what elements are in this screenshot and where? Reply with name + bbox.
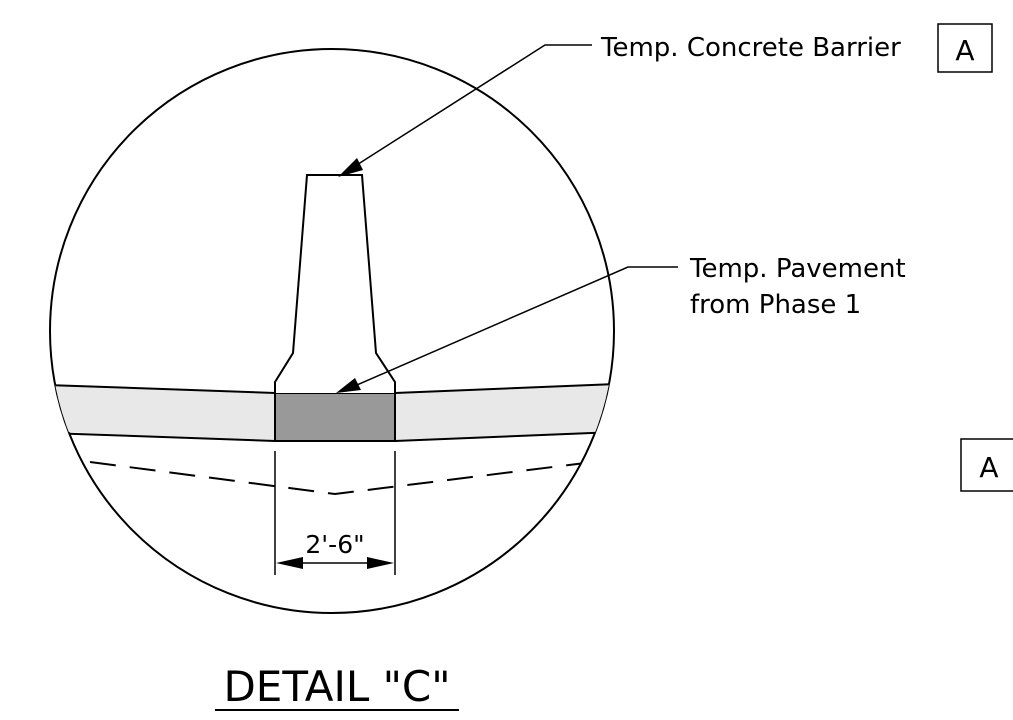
concrete-barrier xyxy=(274,174,396,393)
detail-circle xyxy=(49,48,615,614)
side-tag-box xyxy=(960,438,1013,492)
pavement-top-right xyxy=(394,382,614,394)
pavement-top-left xyxy=(50,383,276,394)
pavement-callout-line1: Temp. Pavement xyxy=(689,254,906,284)
side-tag: A xyxy=(979,451,998,484)
dim-arrow-left xyxy=(276,557,303,569)
barrier-tag-box xyxy=(937,23,993,73)
dim-arrow-right xyxy=(367,557,394,569)
barrier-leader xyxy=(351,44,592,169)
temp-pavement-block xyxy=(274,392,396,442)
detail-title: DETAIL "C" xyxy=(223,662,450,711)
pavement-leader xyxy=(349,266,678,389)
barrier-leader-arrowhead xyxy=(338,158,363,177)
pavement-leader-arrowhead xyxy=(336,378,361,393)
barrier-callout: Temp. Concrete Barrier xyxy=(600,33,901,63)
barrier-tag: A xyxy=(955,34,974,67)
pavement-callout-line2: from Phase 1 xyxy=(690,290,861,320)
subgrade-dashed-line xyxy=(89,461,586,496)
dimension-label: 2'-6" xyxy=(305,530,364,559)
